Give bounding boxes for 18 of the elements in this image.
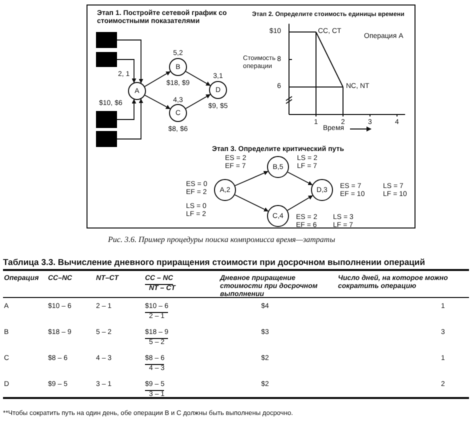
arrow bbox=[234, 194, 269, 212]
filled-box bbox=[96, 52, 117, 67]
arrow bbox=[116, 59, 136, 83]
figure-caption: Рис. 3.6. Пример процедуры поиска компромисса время—затраты bbox=[108, 236, 336, 244]
filled-box bbox=[96, 131, 117, 147]
arrow bbox=[185, 94, 211, 109]
arrow bbox=[116, 99, 136, 120]
arrow bbox=[287, 195, 313, 211]
table-title: Таблица 3.3. Вычисление дневного приращения стоимости при досрочном выполнении операций bbox=[3, 258, 425, 266]
arrow bbox=[116, 40, 144, 84]
arrow bbox=[234, 170, 268, 186]
arrow bbox=[144, 94, 171, 110]
arrow bbox=[185, 71, 211, 86]
arrow bbox=[116, 98, 144, 140]
arrow bbox=[144, 71, 171, 87]
arrow bbox=[287, 172, 313, 186]
filled-box bbox=[96, 111, 117, 128]
filled-box bbox=[96, 32, 117, 48]
